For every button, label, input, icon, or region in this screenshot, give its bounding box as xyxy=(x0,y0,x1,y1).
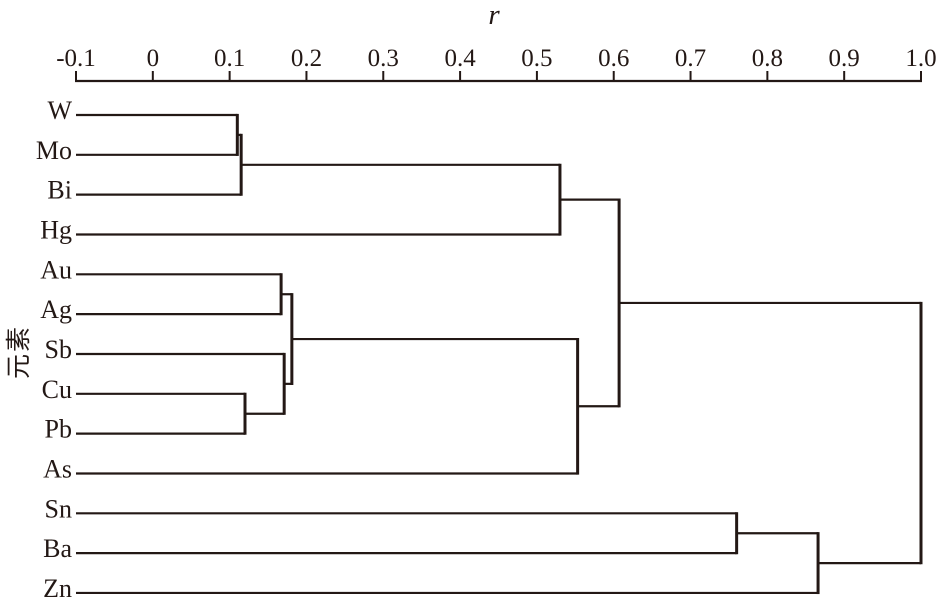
leaf-label-cu: Cu xyxy=(42,375,72,404)
leaf-label-ba: Ba xyxy=(43,534,72,563)
axis-tick-label: 0.2 xyxy=(291,45,322,72)
axis-title: r xyxy=(488,0,500,31)
leaf-label-sb: Sb xyxy=(45,335,72,364)
leaf-label-mo: Mo xyxy=(36,136,72,165)
leaf-label-au: Au xyxy=(40,255,72,284)
axis-tick-label: 0 xyxy=(147,45,160,72)
axis-tick-label: -0.1 xyxy=(56,45,96,72)
leaf-label-ag: Ag xyxy=(40,295,72,324)
axis-tick-label: 0.3 xyxy=(368,45,399,72)
leaf-label-hg: Hg xyxy=(40,215,72,244)
axis-tick-label: 0.5 xyxy=(521,45,552,72)
leaf-label-bi: Bi xyxy=(47,176,72,205)
leaf-label-pb: Pb xyxy=(45,415,72,444)
y-axis-label: 元素 xyxy=(6,324,33,380)
leaf-label-sn: Sn xyxy=(45,494,72,523)
leaf-label-zn: Zn xyxy=(43,574,72,603)
axis-tick-label: 0.9 xyxy=(829,45,860,72)
axis-tick-label: 1.0 xyxy=(905,45,936,72)
axis-tick-label: 0.4 xyxy=(444,45,476,72)
axis-tick-label: 0.6 xyxy=(598,45,629,72)
leaf-label-as: As xyxy=(43,454,72,483)
axis-tick-label: 0.8 xyxy=(752,45,783,72)
axis-tick-label: 0.1 xyxy=(214,45,245,72)
leaf-label-w: W xyxy=(47,96,72,125)
axis-tick-label: 0.7 xyxy=(675,45,706,72)
